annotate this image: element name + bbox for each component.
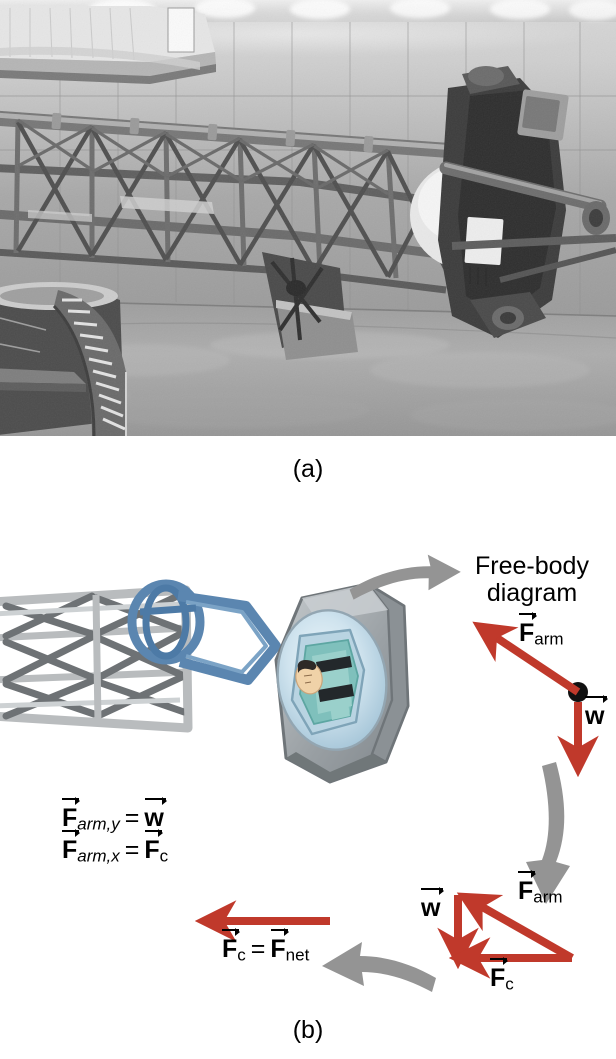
symbol-letter: F bbox=[518, 877, 534, 905]
symbol-letter: F bbox=[270, 935, 286, 963]
panel-b-label: (b) bbox=[292, 1016, 324, 1044]
vector-arrow-overbar bbox=[144, 828, 163, 837]
panel-a-label: (a) bbox=[292, 455, 324, 483]
vector-triangle-group bbox=[437, 892, 574, 979]
vector-symbol-F: F bbox=[144, 828, 163, 864]
vector-symbol-F: F bbox=[518, 869, 536, 905]
fbd-title-line2: diagram bbox=[486, 579, 578, 607]
vector-symbol-w: w bbox=[421, 886, 445, 922]
label-w-triangle: w bbox=[421, 886, 445, 922]
equation-x-component: Farm,x=Fc bbox=[62, 828, 169, 869]
vector-symbol-F: F bbox=[62, 796, 80, 832]
subscript-arm-y: arm,y bbox=[77, 814, 120, 834]
vector-arrow-overbar bbox=[519, 611, 537, 620]
vector-symbol-F: F bbox=[490, 956, 508, 992]
vector-arrow-overbar bbox=[144, 796, 168, 805]
equals-sign: = bbox=[124, 804, 140, 832]
subscript-c: c bbox=[237, 945, 246, 965]
gimbal-assembly bbox=[127, 579, 281, 685]
component-equations: Farm,y=w Farm,x=Fc bbox=[62, 796, 169, 869]
symbol-letter: F bbox=[144, 836, 160, 864]
free-body-diagram-title: Free-body diagram bbox=[452, 553, 612, 607]
vector-arrow-overbar bbox=[62, 796, 80, 805]
illustration-truss-arm bbox=[0, 585, 193, 733]
vector-arrow-overbar bbox=[62, 828, 80, 837]
label-F-arm-triangle: Farm bbox=[518, 869, 563, 907]
subscript-arm: arm bbox=[534, 629, 564, 649]
centrifuge-photo-image bbox=[0, 0, 616, 436]
equation-y-component: Farm,y=w bbox=[62, 796, 168, 837]
gondola-capsule bbox=[274, 582, 410, 784]
vector-arrow-overbar bbox=[585, 694, 609, 703]
vector-arrow-overbar bbox=[270, 927, 289, 936]
subscript-c: c bbox=[505, 974, 514, 994]
vector-symbol-F: F bbox=[270, 927, 289, 963]
subscript-net: net bbox=[285, 945, 310, 965]
label-w-top: w bbox=[585, 694, 609, 730]
symbol-letter: F bbox=[519, 619, 535, 647]
symbol-letter: F bbox=[62, 804, 78, 832]
vector-arrow-overbar bbox=[490, 956, 508, 965]
panel-a-photograph bbox=[0, 0, 616, 436]
vector-F-arm-triangle bbox=[456, 892, 574, 962]
panel-b-diagram bbox=[0, 510, 616, 1010]
free-body-diagram-group bbox=[472, 621, 599, 778]
fbd-title-line1: Free-body bbox=[475, 552, 589, 580]
vector-arrow-overbar bbox=[222, 927, 240, 936]
vector-symbol-F: F bbox=[62, 828, 80, 864]
vector-arrow-overbar bbox=[518, 869, 536, 878]
vector-symbol-F: F bbox=[222, 927, 240, 963]
vector-arrow-overbar bbox=[421, 886, 445, 895]
equals-sign: = bbox=[250, 935, 266, 963]
label-F-arm-top: Farm bbox=[519, 611, 564, 649]
vector-symbol-w: w bbox=[585, 694, 609, 730]
flow-arrow-right bbox=[526, 762, 570, 904]
vector-F-arm-top bbox=[472, 621, 581, 696]
symbol-letter: F bbox=[62, 836, 78, 864]
vector-symbol-F: F bbox=[519, 611, 537, 647]
subscript-c: c bbox=[159, 846, 169, 866]
symbol-letter: w bbox=[421, 894, 441, 922]
equation-net-force: Fc=Fnet bbox=[222, 927, 310, 965]
subscript-arm-x: arm,x bbox=[77, 846, 120, 866]
flow-arrow-top bbox=[349, 554, 461, 600]
subscript-arm: arm bbox=[533, 887, 563, 907]
vector-symbol-w: w bbox=[144, 796, 168, 832]
symbol-letter: w bbox=[144, 804, 164, 832]
flow-arrow-bottom bbox=[322, 942, 436, 992]
centrifuge-photo bbox=[0, 0, 616, 436]
label-F-c-triangle: Fc bbox=[490, 956, 514, 994]
symbol-letter: F bbox=[222, 935, 238, 963]
symbol-letter: F bbox=[490, 964, 506, 992]
equals-sign: = bbox=[124, 836, 140, 864]
symbol-letter: w bbox=[585, 702, 605, 730]
diagram-graphics bbox=[0, 554, 599, 992]
